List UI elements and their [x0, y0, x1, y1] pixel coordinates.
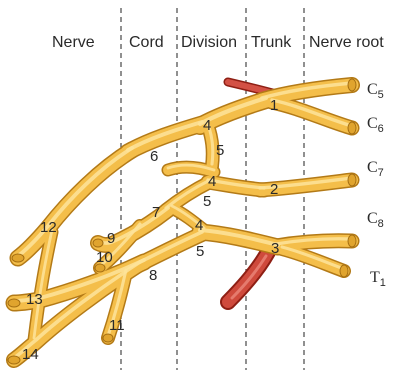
- label-5-lower: 5: [196, 243, 204, 260]
- header-cord: Cord: [129, 34, 164, 51]
- label-10: 10: [96, 249, 113, 266]
- label-2: 2: [270, 181, 278, 198]
- cut-end-12: [12, 254, 24, 262]
- label-9: 9: [107, 230, 115, 247]
- label-5-upper: 5: [216, 142, 224, 159]
- label-12: 12: [40, 219, 57, 236]
- label-7: 7: [152, 204, 160, 221]
- header-division: Division: [181, 34, 237, 51]
- nerve-bundles: [14, 83, 352, 360]
- root-labels: C5 C6 C7 C8 T1: [367, 81, 386, 289]
- cut-end-9: [93, 239, 103, 247]
- label-14: 14: [22, 346, 39, 363]
- label-4-lower: 4: [195, 217, 203, 234]
- root-c5: C5: [367, 81, 384, 101]
- root-c8: C8: [367, 210, 384, 230]
- label-5-middle: 5: [203, 193, 211, 210]
- cut-end-c8: [348, 235, 356, 247]
- cut-end-c7: [348, 174, 356, 186]
- label-3: 3: [271, 240, 279, 257]
- cut-end-t1: [340, 265, 348, 277]
- label-1: 1: [270, 97, 278, 114]
- label-8: 8: [149, 267, 157, 284]
- nerve-c6-root: [272, 102, 352, 128]
- label-6: 6: [150, 148, 158, 165]
- cut-end-13: [8, 299, 20, 307]
- header-nerve-root: Nerve root: [309, 34, 384, 51]
- root-c7: C7: [367, 159, 384, 179]
- root-c6: C6: [367, 115, 384, 135]
- label-11: 11: [109, 317, 125, 334]
- cut-end-c6: [348, 122, 356, 134]
- header-trunk: Trunk: [251, 34, 292, 51]
- header-nerve: Nerve: [52, 34, 95, 51]
- label-4-middle: 4: [208, 173, 216, 190]
- label-13: 13: [26, 291, 43, 308]
- label-4-upper: 4: [203, 117, 211, 134]
- cut-end-c5: [348, 79, 356, 91]
- root-t1: T1: [370, 269, 386, 289]
- column-headers: Nerve Cord Division Trunk Nerve root: [52, 34, 384, 51]
- cut-end-11: [103, 334, 113, 342]
- cut-end-14: [8, 356, 20, 364]
